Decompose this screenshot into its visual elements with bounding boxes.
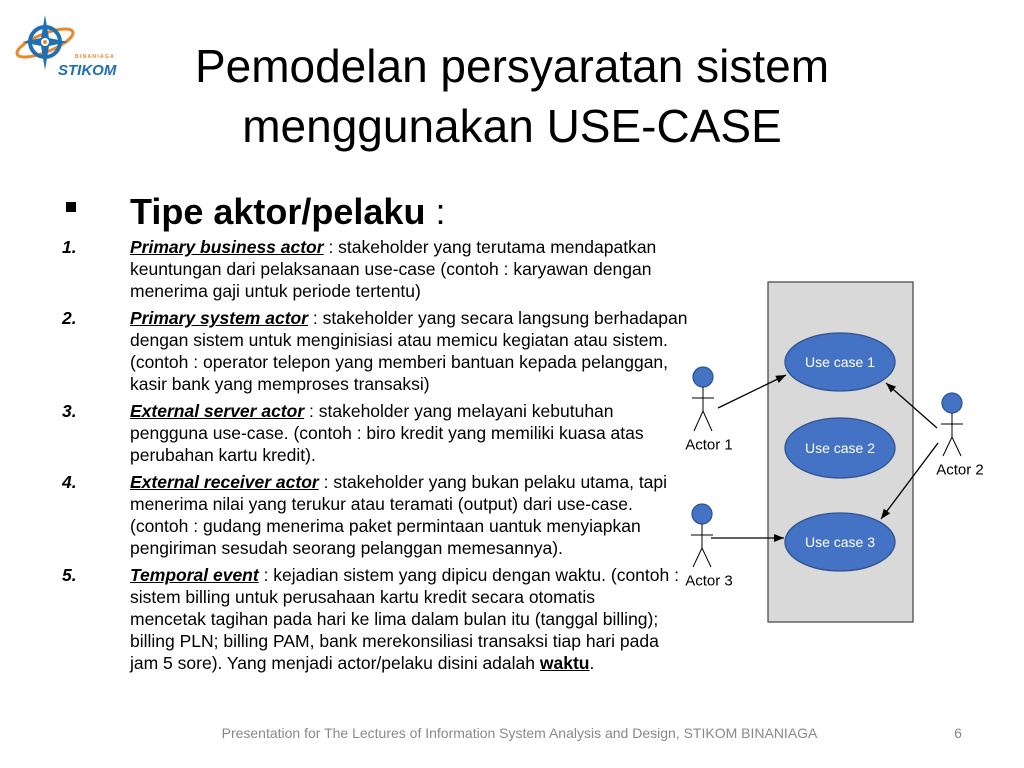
list-item-line: dengan sistem untuk menginisiasi atau me…: [130, 330, 668, 350]
list-item-text: jam 5 sore). Yang menjadi actor/pelaku d…: [130, 653, 536, 673]
actor-left-leg: [693, 410, 704, 432]
actor-right-leg: [951, 436, 962, 457]
use-case-label: Use case 2: [805, 440, 875, 456]
actor-right-leg: [702, 410, 713, 432]
use-case-3: Use case 3: [784, 512, 896, 572]
use-case-label: Use case 3: [805, 534, 875, 550]
list-item-number: 5.: [62, 565, 77, 585]
list-item-term: External server actor: [130, 401, 305, 421]
actor-left-leg: [942, 436, 953, 457]
list-item-text: : stakeholder yang secara langsung berha…: [312, 308, 688, 328]
list-item-line: External receiver actor : stakeholder ya…: [130, 471, 680, 493]
stikom-emblem-icon: [15, 15, 75, 70]
actor-head-icon: [692, 366, 714, 388]
use-case-label: Use case 1: [805, 354, 875, 370]
list-item-line: kasir bank yang memproses transaksi): [130, 374, 430, 394]
association-arrow-actor1-usecase1: [717, 374, 787, 409]
section-heading: Tipe aktor/pelaku :: [130, 194, 445, 230]
page-number: 6: [954, 725, 962, 741]
list-item-term: External receiver actor: [130, 472, 319, 492]
actor-head-icon: [691, 503, 713, 525]
actor-type-list: 1. Primary business actor : stakeholder …: [0, 236, 687, 679]
actor-label: Actor 3: [685, 573, 733, 590]
actor-2: Actor 2: [936, 392, 984, 479]
section-heading-text: Tipe aktor/pelaku: [130, 191, 426, 232]
list-item-text: : kejadian sistem yang dipicu dengan wak…: [263, 565, 679, 585]
list-item-number: 2.: [62, 308, 77, 328]
list-item-term: Primary system actor: [130, 308, 309, 328]
list-item-line: mencetak tagihan pada hari ke lima dalam…: [130, 609, 659, 629]
list-item-number: 3.: [62, 401, 77, 421]
list-item-term: Temporal event: [130, 565, 259, 585]
list-item-line: menerima nilai yang terukur atau teramat…: [130, 494, 633, 514]
list-item-line: Primary business actor : stakeholder yan…: [130, 236, 680, 258]
list-item-line: pengiriman sesudah seorang pelanggan mem…: [130, 538, 563, 558]
list-item-text: : stakeholder yang melayani kebutuhan: [309, 401, 614, 421]
use-case-2: Use case 2: [784, 417, 896, 479]
actor-label: Actor 2: [936, 462, 984, 479]
list-item-line: perubahan kartu kredit).: [130, 445, 316, 465]
list-item-line: menerima gaji untuk periode tertentu): [130, 281, 421, 301]
logo: BINANIAGA STIKOM: [15, 15, 117, 79]
slide-footer: Presentation for The Lectures of Informa…: [221, 725, 818, 741]
list-item-line: Primary system actor : stakeholder yang …: [130, 307, 687, 329]
slide-title-line-1: Pemodelan persyaratan sistem: [194, 40, 830, 92]
list-item: 5. Temporal event : kejadian sistem yang…: [0, 564, 680, 674]
use-case-ellipse: [784, 332, 896, 392]
list-item-number: 4.: [62, 472, 77, 492]
list-item-line: billing PLN; billing PAM, bank merekonsi…: [130, 631, 659, 651]
list-item-line: (contoh : operator telepon yang memberi …: [130, 352, 669, 372]
list-item: 2. Primary system actor : stakeholder ya…: [0, 307, 687, 395]
list-item-number: 1.: [62, 237, 77, 257]
list-item: 4. External receiver actor : stakeholder…: [0, 471, 680, 559]
list-item-text: : stakeholder yang terutama mendapatkan: [328, 237, 657, 257]
actor-left-leg: [692, 547, 703, 568]
association-arrow-actor2-usecase1: [885, 382, 938, 429]
use-case-ellipse: [784, 417, 896, 479]
list-item-text: : stakeholder yang bukan pelaku utama, t…: [323, 472, 668, 492]
list-item: 3. External server actor : stakeholder y…: [0, 400, 680, 466]
list-item-line: (contoh : gudang menerima paket perminta…: [130, 516, 641, 536]
logo-dot: [43, 40, 47, 44]
list-item: 1. Primary business actor : stakeholder …: [0, 236, 680, 302]
slide-title-line-2: menggunakan USE-CASE: [242, 100, 782, 152]
actor-head-icon: [941, 392, 963, 414]
use-case-diagram: Use case 1 Use case 2 Use case 3 Actor 1: [685, 281, 984, 623]
list-item-term: Primary business actor: [130, 237, 324, 257]
use-case-1: Use case 1: [784, 332, 896, 392]
list-item-line: pengguna use-case. (contoh : biro kredit…: [130, 423, 644, 443]
actor-right-leg: [701, 547, 712, 568]
square-bullet-icon: [66, 202, 76, 212]
list-item-line: Temporal event : kejadian sistem yang di…: [130, 564, 680, 586]
use-case-ellipse: [784, 512, 896, 572]
list-item-text: .: [589, 653, 595, 673]
section-heading-suffix: :: [435, 191, 446, 232]
emphasized-word: waktu: [539, 653, 590, 673]
actor-1: Actor 1: [685, 366, 733, 454]
list-item-line: jam 5 sore). Yang menjadi actor/pelaku d…: [130, 652, 680, 674]
association-arrow-actor2-usecase3: [880, 442, 939, 520]
list-item-line: sistem billing untuk perusahaan kartu kr…: [130, 587, 595, 607]
list-item-line: External server actor : stakeholder yang…: [130, 400, 680, 422]
logo-subtitle: BINANIAGA: [75, 54, 115, 60]
actor-3: Actor 3: [685, 503, 733, 590]
actor-label: Actor 1: [685, 437, 733, 454]
list-item-line: keuntungan dari pelaksanaan use-case (co…: [130, 259, 652, 279]
logo-name: STIKOM: [58, 62, 117, 79]
